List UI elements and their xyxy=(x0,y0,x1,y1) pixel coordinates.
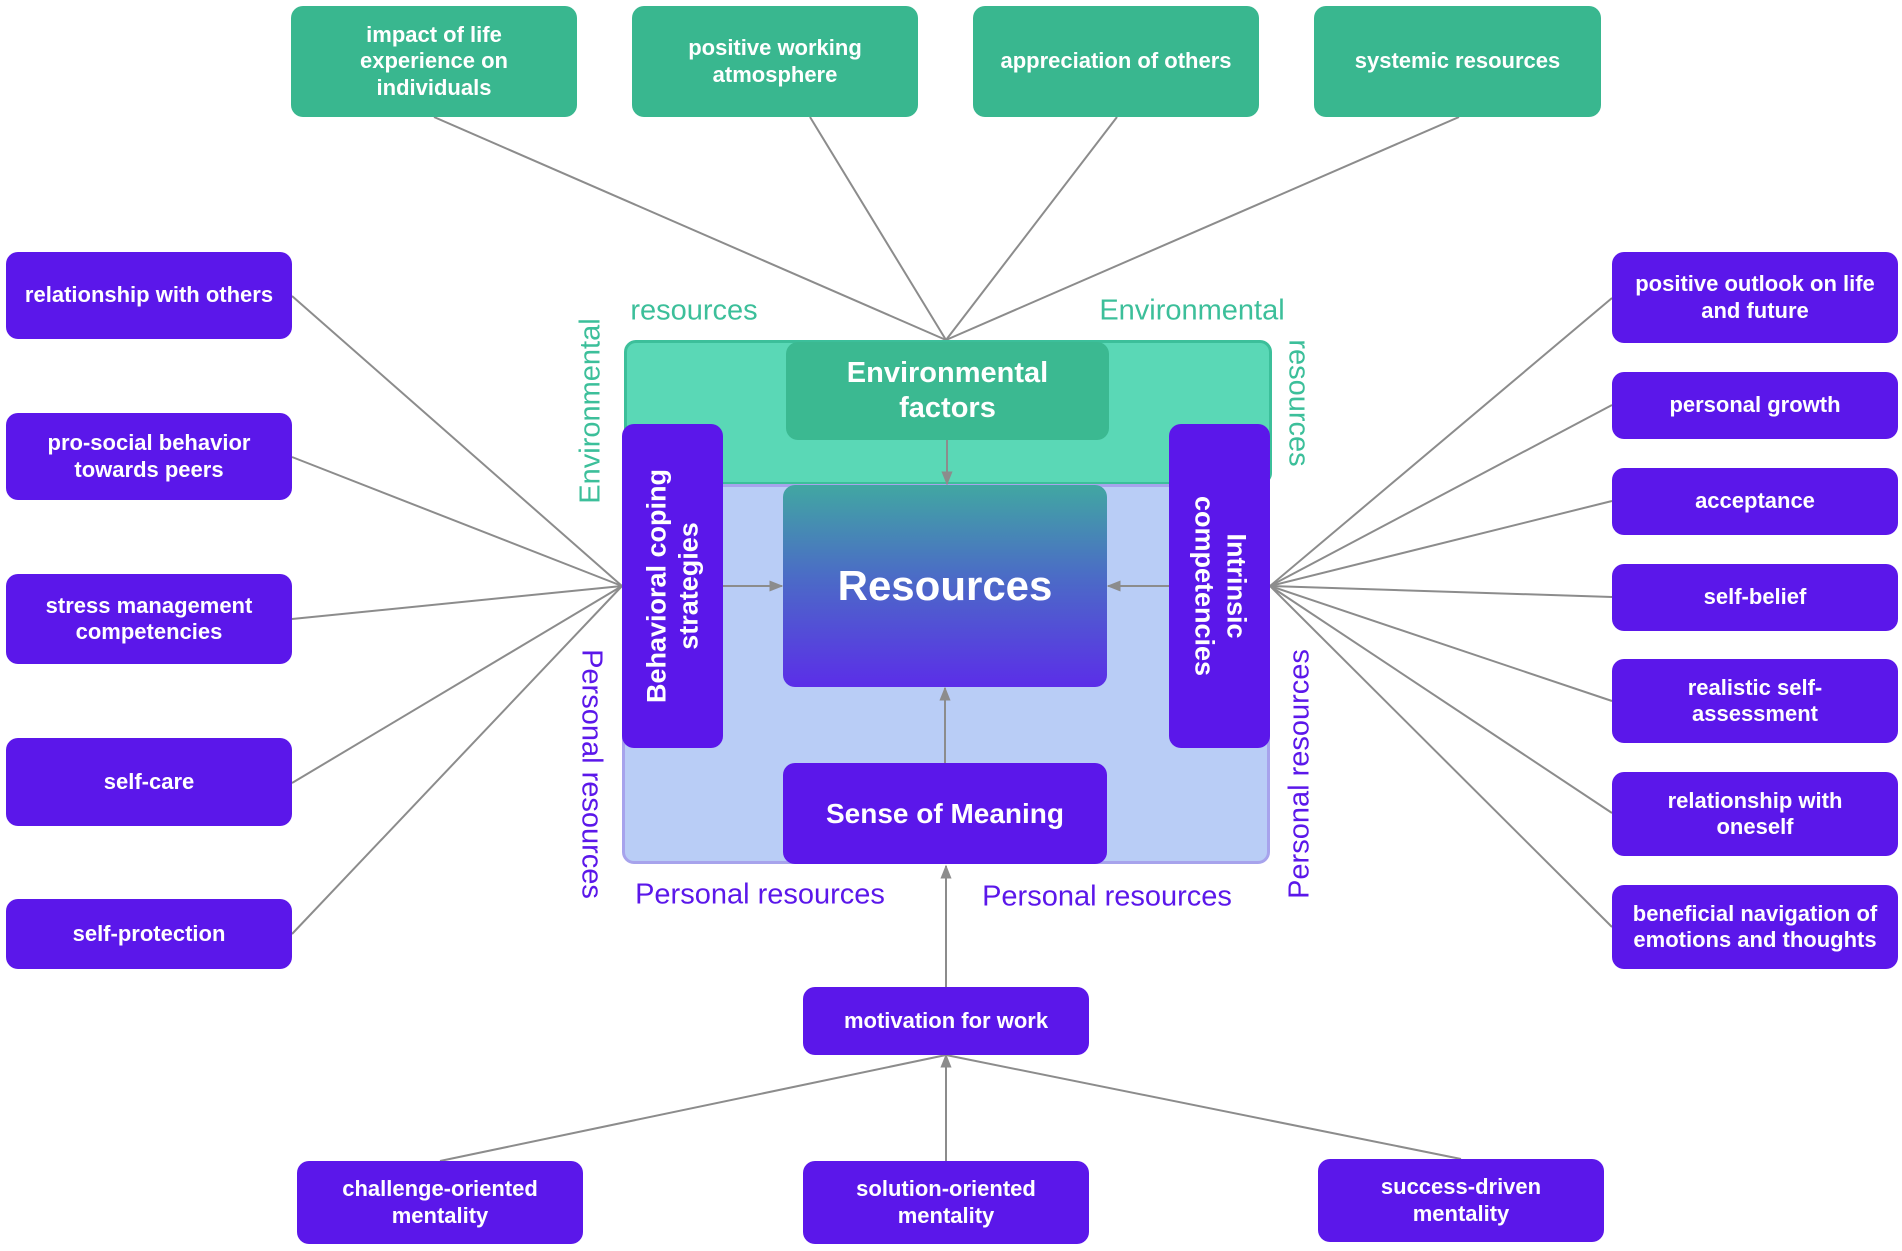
intrinsic-item-label: personal growth xyxy=(1669,392,1841,418)
edge-intrinsic-5 xyxy=(1269,585,1613,702)
edge-coping-5 xyxy=(291,585,623,935)
environmental-factors-node: Environmental factors xyxy=(786,342,1109,440)
intrinsic-item-label: relationship with oneself xyxy=(1667,787,1843,839)
mentality-item-label: challenge-oriented mentality xyxy=(342,1176,538,1228)
pers-label-left-vertical: Personal resources xyxy=(575,649,608,899)
coping-item-self-care: self-care xyxy=(6,738,292,826)
edge-mentality-3 xyxy=(945,1054,1462,1160)
coping-item-pro-social: pro-social behavior towards peers xyxy=(6,413,292,500)
intrinsic-item-label: realistic self-assessment xyxy=(1687,674,1823,726)
edge-intrinsic-7 xyxy=(1269,585,1613,928)
environmental-factors-label: Environmental factors xyxy=(846,357,1049,424)
edge-coping-3 xyxy=(291,585,623,620)
mentality-item-label: success-driven mentality xyxy=(1380,1174,1542,1226)
env-label-right-vertical: resources xyxy=(1282,339,1315,467)
intrinsic-item-personal-growth: personal growth xyxy=(1612,372,1898,439)
coping-item-self-protection: self-protection xyxy=(6,899,292,969)
intrinsic-competencies-label: Intrinsic competencies xyxy=(1188,495,1251,677)
edge-intrinsic-4 xyxy=(1269,585,1613,598)
env-label-left-vertical: Environmental xyxy=(574,318,607,504)
pers-label-right-vertical: Personal resources xyxy=(1283,649,1316,899)
motivation-label: motivation for work xyxy=(843,1007,1049,1033)
env-item-label: positive working atmosphere xyxy=(688,35,862,87)
coping-item-stress-management: stress management competencies xyxy=(6,574,292,664)
env-item-appreciation: appreciation of others xyxy=(973,6,1259,117)
resources-label: Resources xyxy=(837,561,1053,609)
edge-intrinsic-2 xyxy=(1269,404,1613,587)
intrinsic-item-outlook: positive outlook on life and future xyxy=(1612,252,1898,343)
intrinsic-item-self-assessment: realistic self-assessment xyxy=(1612,659,1898,743)
edge-coping-2 xyxy=(291,456,623,587)
mentality-item-challenge: challenge-oriented mentality xyxy=(297,1161,583,1244)
edge-intrinsic-1 xyxy=(1269,297,1613,587)
env-item-working-atmosphere: positive working atmosphere xyxy=(632,6,918,117)
env-item-label: appreciation of others xyxy=(1000,48,1232,74)
intrinsic-item-label: acceptance xyxy=(1695,488,1815,514)
edge-intrinsic-3 xyxy=(1269,500,1613,587)
mentality-item-solution: solution-oriented mentality xyxy=(803,1161,1089,1244)
intrinsic-item-relationship-oneself: relationship with oneself xyxy=(1612,772,1898,856)
coping-item-relationship-others: relationship with others xyxy=(6,252,292,339)
edge-mentality-1 xyxy=(439,1054,947,1162)
intrinsic-item-self-belief: self-belief xyxy=(1612,564,1898,631)
env-item-systemic-resources: systemic resources xyxy=(1314,6,1601,117)
coping-item-label: self-care xyxy=(103,768,195,794)
behavioral-coping-label: Behavioral coping strategies xyxy=(641,468,704,704)
edge-env-2 xyxy=(809,116,947,341)
env-label-top-left: resources xyxy=(630,294,758,327)
coping-item-label: relationship with others xyxy=(24,282,274,308)
motivation-node: motivation for work xyxy=(803,987,1089,1055)
intrinsic-item-label: positive outlook on life and future xyxy=(1635,271,1875,323)
pers-label-bottom-left: Personal resources xyxy=(635,878,885,911)
edge-coping-4 xyxy=(291,585,623,784)
intrinsic-item-label: beneficial navigation of emotions and th… xyxy=(1632,900,1878,952)
sense-of-meaning-label: Sense of Meaning xyxy=(825,797,1065,829)
env-item-label: impact of life experience on individuals xyxy=(360,21,508,100)
mentality-item-label: solution-oriented mentality xyxy=(856,1176,1036,1228)
resources-node: Resources xyxy=(783,485,1107,687)
coping-item-label: stress management competencies xyxy=(45,592,253,644)
env-item-label: systemic resources xyxy=(1354,48,1561,74)
edge-coping-1 xyxy=(291,295,623,587)
intrinsic-item-emotions-thoughts: beneficial navigation of emotions and th… xyxy=(1612,885,1898,969)
sense-of-meaning-node: Sense of Meaning xyxy=(783,763,1107,864)
edge-intrinsic-6 xyxy=(1269,585,1613,814)
coping-item-label: pro-social behavior towards peers xyxy=(47,430,251,482)
behavioral-coping-node: Behavioral coping strategies xyxy=(622,424,723,748)
intrinsic-item-acceptance: acceptance xyxy=(1612,468,1898,535)
env-item-life-experience: impact of life experience on individuals xyxy=(291,6,577,117)
intrinsic-item-label: self-belief xyxy=(1703,584,1807,610)
coping-item-label: self-protection xyxy=(72,920,226,946)
edge-env-3 xyxy=(945,116,1118,341)
env-label-top-right: Environmental xyxy=(1099,294,1285,327)
pers-label-bottom-right: Personal resources xyxy=(982,880,1232,913)
mentality-item-success: success-driven mentality xyxy=(1318,1159,1604,1242)
intrinsic-competencies-node: Intrinsic competencies xyxy=(1169,424,1270,748)
